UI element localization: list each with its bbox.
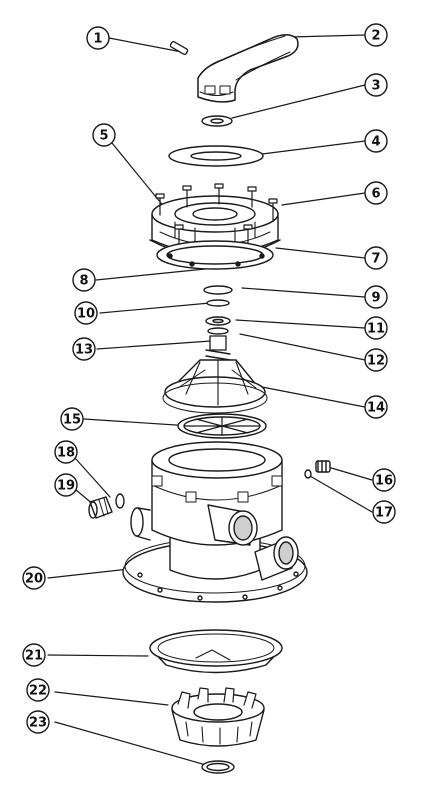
callout-2: 2 — [364, 23, 388, 47]
callout-label: 12 — [367, 354, 385, 369]
callout-label: 21 — [25, 649, 43, 664]
callout-17: 17 — [372, 500, 396, 524]
callout-12: 12 — [364, 348, 388, 372]
part-15-spider-gasket — [177, 413, 267, 439]
callout-label: 6 — [371, 187, 380, 202]
part-3-washer — [201, 115, 233, 127]
part-23-o-ring — [201, 760, 235, 774]
callout-19: 19 — [54, 473, 78, 497]
callout-label: 9 — [371, 291, 380, 306]
part-22-crown-nut — [171, 687, 265, 747]
part-21-plate — [149, 629, 283, 674]
callout-21: 21 — [22, 643, 46, 667]
callout-label: 3 — [371, 79, 380, 94]
part-17-o-ring — [304, 469, 312, 479]
callout-label: 4 — [371, 135, 380, 150]
callout-circle — [364, 246, 388, 270]
callout-22: 22 — [26, 678, 50, 702]
callout-circle — [364, 285, 388, 309]
callout-circle — [364, 395, 388, 419]
part-20-valve-body — [122, 441, 308, 603]
callout-5: 5 — [92, 123, 116, 147]
callout-circle — [364, 129, 388, 153]
callout-circle — [22, 566, 46, 590]
callout-1: 1 — [86, 26, 110, 50]
callout-3: 3 — [364, 73, 388, 97]
callout-label: 14 — [367, 401, 385, 416]
callout-label: 11 — [367, 322, 385, 337]
callout-circle — [54, 440, 78, 464]
part-13-spring-stem — [205, 335, 231, 373]
parts-9-12-o-rings — [203, 285, 233, 335]
callout-label: 22 — [29, 684, 47, 699]
part-6-screws — [155, 183, 278, 245]
callout-label: 8 — [79, 274, 88, 289]
callout-label: 1 — [93, 32, 102, 47]
callout-label: 18 — [57, 446, 75, 461]
callout-circle — [86, 26, 110, 50]
part-19-fitting — [88, 496, 113, 519]
callout-9: 9 — [364, 285, 388, 309]
callout-4: 4 — [364, 129, 388, 153]
callout-circle — [22, 643, 46, 667]
callout-10: 10 — [74, 301, 98, 325]
callout-8: 8 — [72, 268, 96, 292]
callout-circle — [54, 473, 78, 497]
callout-label: 16 — [375, 474, 393, 489]
callout-20: 20 — [22, 566, 46, 590]
part-4-gasket — [168, 145, 264, 167]
callout-label: 5 — [99, 129, 108, 144]
callout-18: 18 — [54, 440, 78, 464]
part-16-plug — [315, 460, 331, 473]
callout-circle — [74, 301, 98, 325]
callout-16: 16 — [372, 468, 396, 492]
callout-circle — [26, 710, 50, 734]
part-7-8-gasket-ring — [156, 240, 274, 270]
callout-circle — [72, 268, 96, 292]
part-14-diverter — [162, 359, 268, 414]
callout-label: 13 — [75, 343, 93, 358]
callout-6: 6 — [364, 181, 388, 205]
callout-label: 23 — [29, 716, 47, 731]
leader-lines — [47, 34, 373, 766]
callout-7: 7 — [364, 246, 388, 270]
callout-label: 2 — [371, 29, 380, 44]
callout-label: 15 — [63, 413, 81, 428]
callout-circle — [26, 678, 50, 702]
callout-circle — [364, 316, 388, 340]
callout-label: 10 — [77, 307, 95, 322]
part-1-pin — [169, 40, 189, 56]
callout-circle — [364, 73, 388, 97]
part-18-o-ring — [115, 493, 125, 509]
callout-circle — [364, 23, 388, 47]
callout-circle — [372, 468, 396, 492]
callout-label: 17 — [375, 506, 393, 521]
callout-11: 11 — [364, 316, 388, 340]
callout-circle — [364, 181, 388, 205]
part-2-handle — [197, 34, 299, 103]
callout-circle — [72, 337, 96, 361]
callout-label: 20 — [25, 572, 43, 587]
callout-15: 15 — [60, 407, 84, 431]
callout-circle — [372, 500, 396, 524]
callout-14: 14 — [364, 395, 388, 419]
callout-13: 13 — [72, 337, 96, 361]
callout-23: 23 — [26, 710, 50, 734]
callout-label: 7 — [371, 252, 380, 267]
callout-circle — [364, 348, 388, 372]
callout-label: 19 — [57, 479, 75, 494]
callout-circle — [60, 407, 84, 431]
callout-circle — [92, 123, 116, 147]
